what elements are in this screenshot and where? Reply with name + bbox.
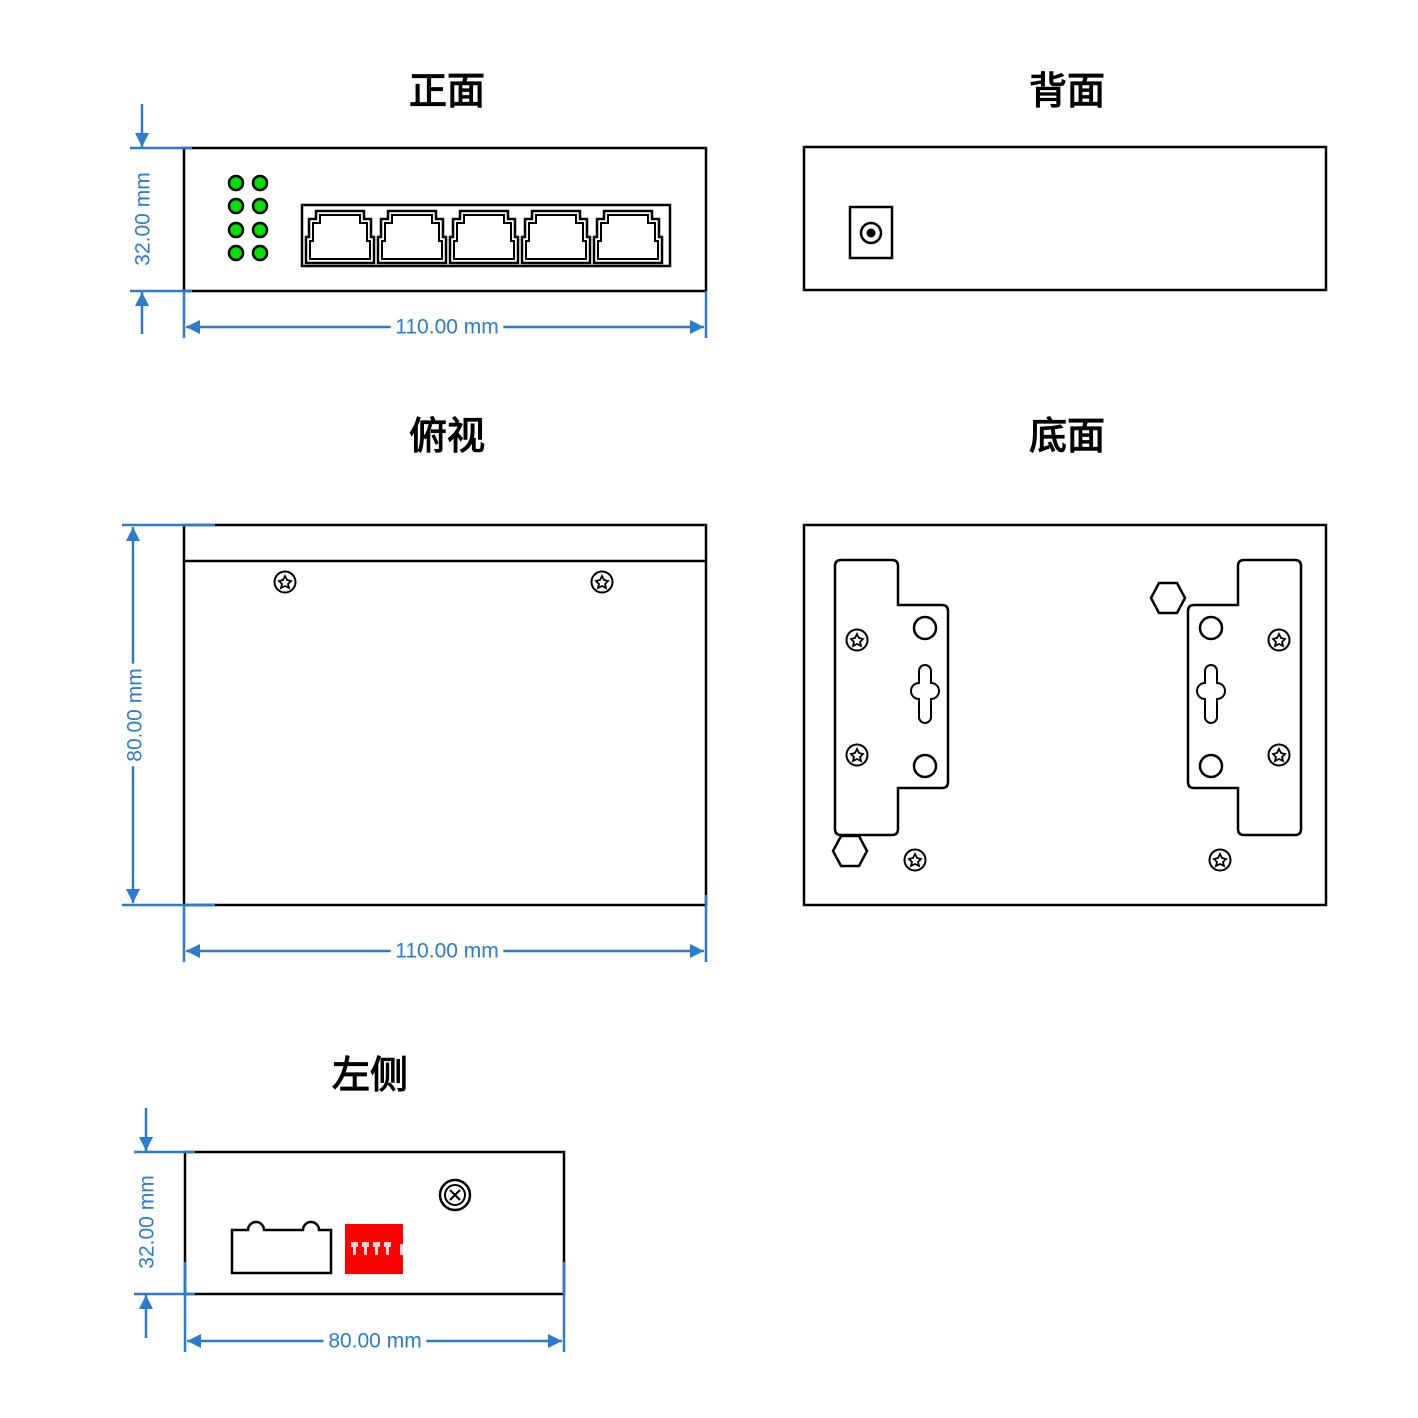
screw-icon <box>1267 743 1291 767</box>
front-height-dimension: 32.00 mm <box>126 104 192 334</box>
led-icon <box>251 244 269 262</box>
bottom-panel <box>802 523 1328 907</box>
led-icon <box>251 174 269 192</box>
dc-power-jack-icon <box>848 205 894 260</box>
screw-icon <box>903 848 927 872</box>
left-height-label: 32.00 mm <box>136 1175 159 1268</box>
front-view: 正面 32.00 mm 110.00 mm <box>126 69 708 345</box>
left-side-view: 左侧 32.00 mm <box>130 1053 566 1359</box>
screw-icon <box>1208 848 1232 872</box>
bottom-view: 底面 <box>802 414 1328 907</box>
led-icon <box>227 197 245 215</box>
led-icon <box>227 174 245 192</box>
screw-icon <box>845 743 869 767</box>
top-view-title: 俯视 <box>409 414 485 458</box>
top-width-label: 110.00 mm <box>395 940 499 963</box>
terminal-block-icon <box>230 1220 333 1275</box>
screw-icon <box>590 570 614 594</box>
dip-switch-icon <box>345 1224 403 1274</box>
left-depth-label: 80.00 mm <box>328 1330 421 1353</box>
back-view: 背面 <box>802 69 1328 292</box>
back-panel <box>802 145 1328 292</box>
front-width-dimension: 110.00 mm <box>182 291 708 345</box>
front-height-label: 32.00 mm <box>132 172 155 265</box>
ground-screw-icon <box>438 1178 472 1212</box>
led-icon <box>251 197 269 215</box>
screw-icon <box>845 628 869 652</box>
led-icon <box>227 221 245 239</box>
hex-nut-icon <box>1149 581 1187 615</box>
hex-nut-icon <box>831 834 869 868</box>
rj45-port-block <box>300 203 672 268</box>
back-view-title: 背面 <box>1029 69 1105 113</box>
top-view: 俯视 80.00 mm 110.00 mm <box>118 414 708 969</box>
left-view-title: 左侧 <box>332 1053 408 1097</box>
bottom-view-title: 底面 <box>1029 414 1105 458</box>
led-indicators <box>227 174 269 262</box>
top-depth-label: 80.00 mm <box>124 668 147 761</box>
front-view-title: 正面 <box>409 69 485 113</box>
front-width-label: 110.00 mm <box>395 316 499 339</box>
led-icon <box>227 244 245 262</box>
screw-icon <box>273 570 297 594</box>
din-rail-bracket-right <box>1186 558 1303 837</box>
front-panel <box>182 146 708 293</box>
screw-icon <box>1267 628 1291 652</box>
led-icon <box>251 221 269 239</box>
top-panel <box>182 523 708 907</box>
